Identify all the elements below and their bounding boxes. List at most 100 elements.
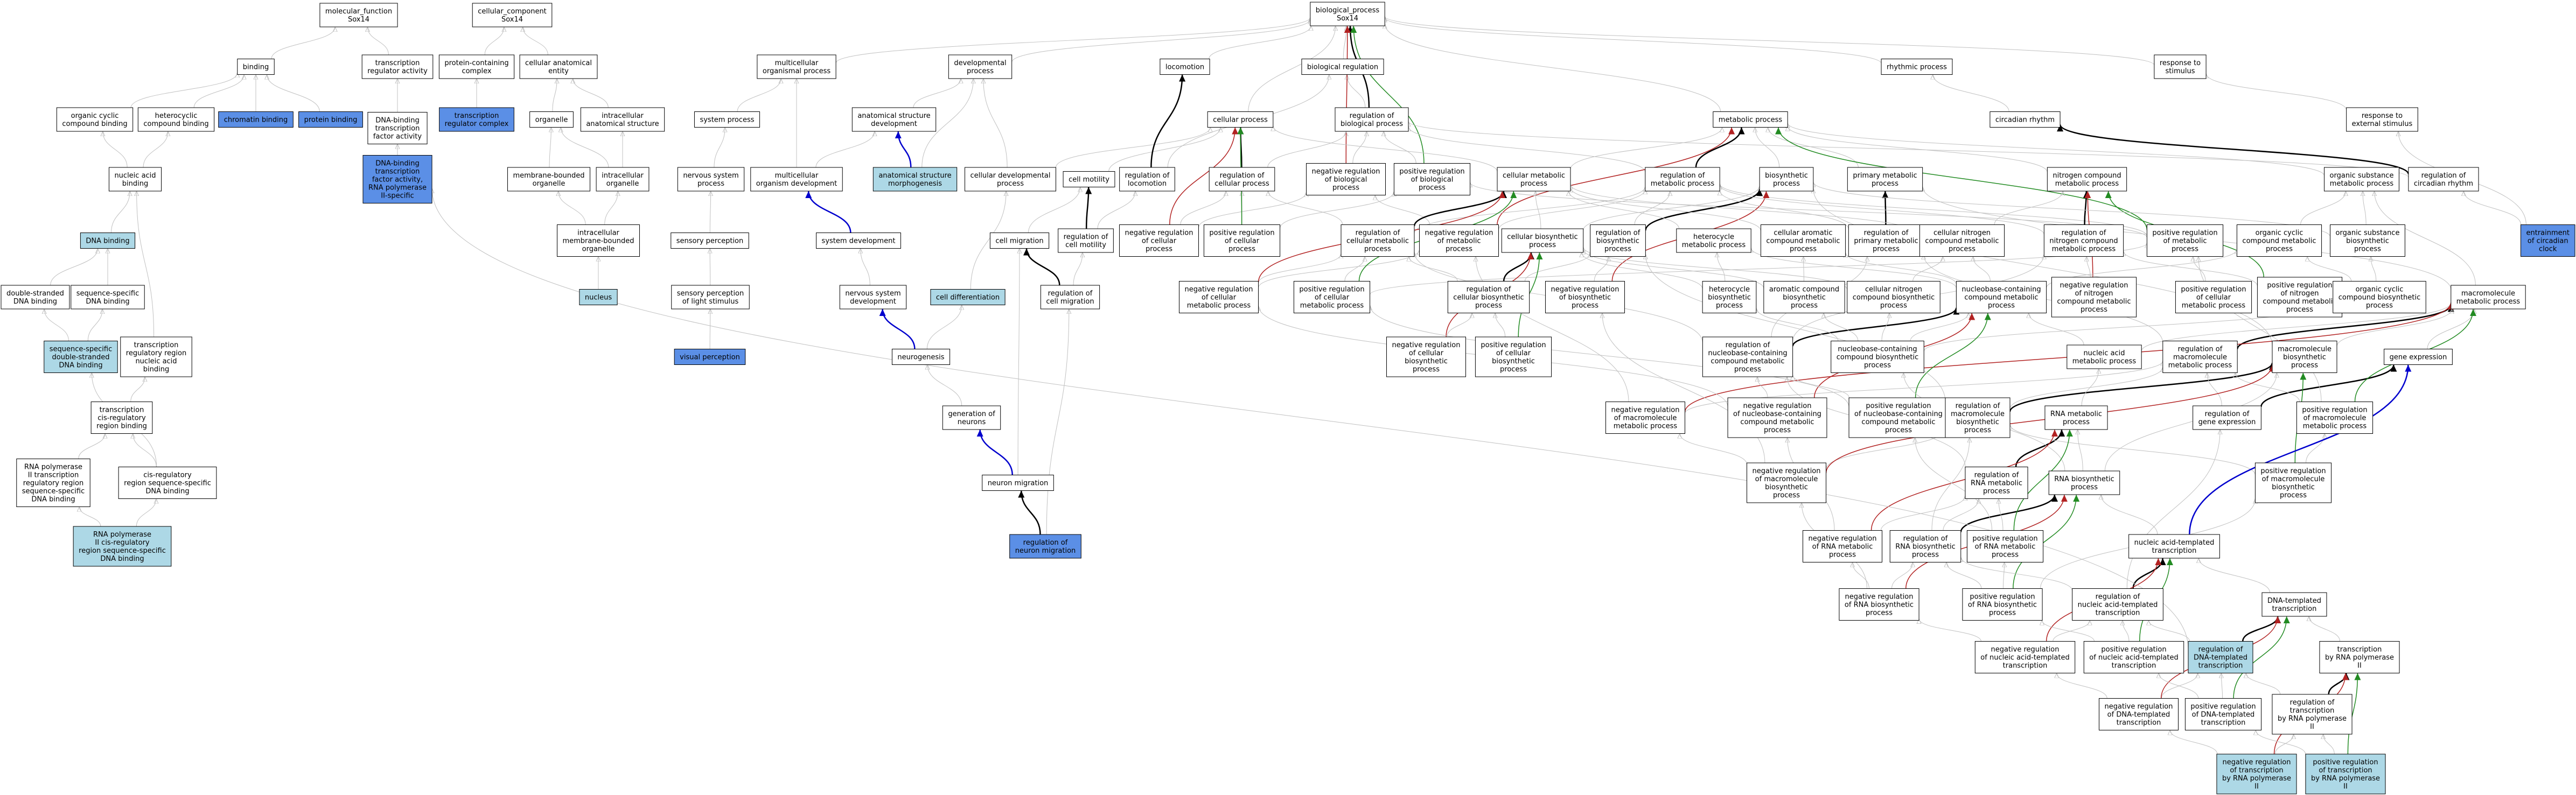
relation-edge-black xyxy=(1645,188,1763,231)
node-label-line: system process xyxy=(700,116,754,124)
relation-edge-gray xyxy=(1352,131,1367,164)
relation-edge-gray xyxy=(2086,257,2091,278)
relation-edge-gray xyxy=(1180,191,1226,225)
relation-edge-gray xyxy=(1793,375,1849,398)
node-label-line: compound binding xyxy=(143,120,208,128)
relation-edge-gray xyxy=(137,191,155,337)
relation-edge-gray xyxy=(2323,734,2335,755)
node-label-line: biosynthetic xyxy=(1765,483,1808,491)
node-label-line: process xyxy=(1446,245,1472,254)
node-label-line: negative regulation xyxy=(2060,282,2128,290)
node-box xyxy=(2330,224,2405,257)
relation-edge-gray xyxy=(2124,251,2258,286)
relation-edge-gray xyxy=(1343,26,1346,59)
node-label-line: organic cyclic xyxy=(71,112,119,120)
node-label-line: regulation of xyxy=(1660,172,1705,180)
node-label-line: double-stranded xyxy=(6,290,64,298)
node-label-line: cis-regulatory xyxy=(143,472,192,480)
node-box xyxy=(1178,281,1259,313)
node-label-line: organism development xyxy=(756,180,837,188)
relation-edge-red xyxy=(1870,429,2058,531)
relation-edge-gray xyxy=(1408,122,2409,178)
node-label-line: of light stimulus xyxy=(682,298,739,306)
relation-edge-gray xyxy=(2221,673,2222,699)
go-term-node: nucleus xyxy=(579,289,618,305)
node-label-line: multicellular xyxy=(775,59,819,67)
node-label-line: process xyxy=(1475,302,1502,310)
relation-edge-gray xyxy=(130,377,145,402)
relation-edge-gray xyxy=(1097,191,1135,229)
node-box xyxy=(556,224,640,257)
node-box xyxy=(2083,641,2184,673)
relation-edge-gray xyxy=(1248,26,1336,112)
relation-edge-gray xyxy=(432,188,2189,649)
node-label-line: sequence-specific xyxy=(22,488,85,496)
relation-edge-gray xyxy=(2078,430,2083,472)
relation-edge-black xyxy=(2132,558,2166,589)
node-label-line: negative regulation xyxy=(1184,286,1253,294)
relation-edge-blue xyxy=(805,191,851,233)
node-box xyxy=(1160,59,1210,75)
node-box xyxy=(1419,224,1499,257)
relation-edge-gray xyxy=(1685,361,2163,414)
node-label-line: cellular biosynthetic xyxy=(1453,294,1524,302)
node-label-line: process xyxy=(1964,426,1991,434)
relation-edge-gray xyxy=(1385,24,1721,112)
node-box xyxy=(2236,224,2322,257)
relation-edge-gray xyxy=(2101,495,2158,535)
relation-edge-gray xyxy=(2029,313,2084,346)
node-label-line: compound metabolic xyxy=(1964,294,2038,302)
node-label-line: RNA polymerase xyxy=(93,531,151,539)
relation-edge-gray xyxy=(193,75,244,108)
node-label-line: regulation of xyxy=(1048,290,1093,298)
node-label-line: of nucleobase-containing xyxy=(1854,410,1943,418)
node-label-line: compound metabolic xyxy=(2263,298,2336,306)
node-label-line: cell migration xyxy=(1046,298,1094,306)
relation-edge-gray xyxy=(1755,128,1780,168)
node-label-line: process xyxy=(1364,245,1391,254)
node-box xyxy=(108,167,162,192)
node-label-line: anatomical structure xyxy=(586,120,659,128)
relation-edge-gray xyxy=(1258,254,1342,283)
node-label-line: nitrogen compound xyxy=(2053,172,2121,180)
node-label-line: biosynthetic xyxy=(1765,172,1808,180)
node-label-line: regulation of xyxy=(1956,402,2000,410)
relation-edge-black xyxy=(1695,127,1745,168)
relation-edge-gray xyxy=(130,73,238,108)
node-label-line: cell motility xyxy=(1065,241,1106,249)
node-box xyxy=(120,336,192,377)
go-term-node: neurogenesis xyxy=(891,349,951,365)
node-label-line: membrane-bounded xyxy=(513,172,584,180)
node-label-line: cellular metabolic xyxy=(1346,237,1409,245)
node-box xyxy=(2272,694,2352,735)
node-label-line: II xyxy=(2357,662,2362,670)
node-label-line: process xyxy=(1734,365,1761,374)
node-box xyxy=(73,526,172,567)
node-label-line: process xyxy=(2071,483,2098,491)
node-label-line: compound binding xyxy=(62,120,127,128)
node-label-line: process xyxy=(1419,184,1446,192)
node-label-line: macromolecule xyxy=(2278,346,2331,354)
node-label-line: molecular_function xyxy=(325,8,392,16)
relation-edge-gray xyxy=(815,131,875,168)
node-label-line: morphogenesis xyxy=(888,180,942,188)
node-label-line: of metabolic xyxy=(2163,237,2207,245)
node-label-line: process xyxy=(2081,306,2107,314)
